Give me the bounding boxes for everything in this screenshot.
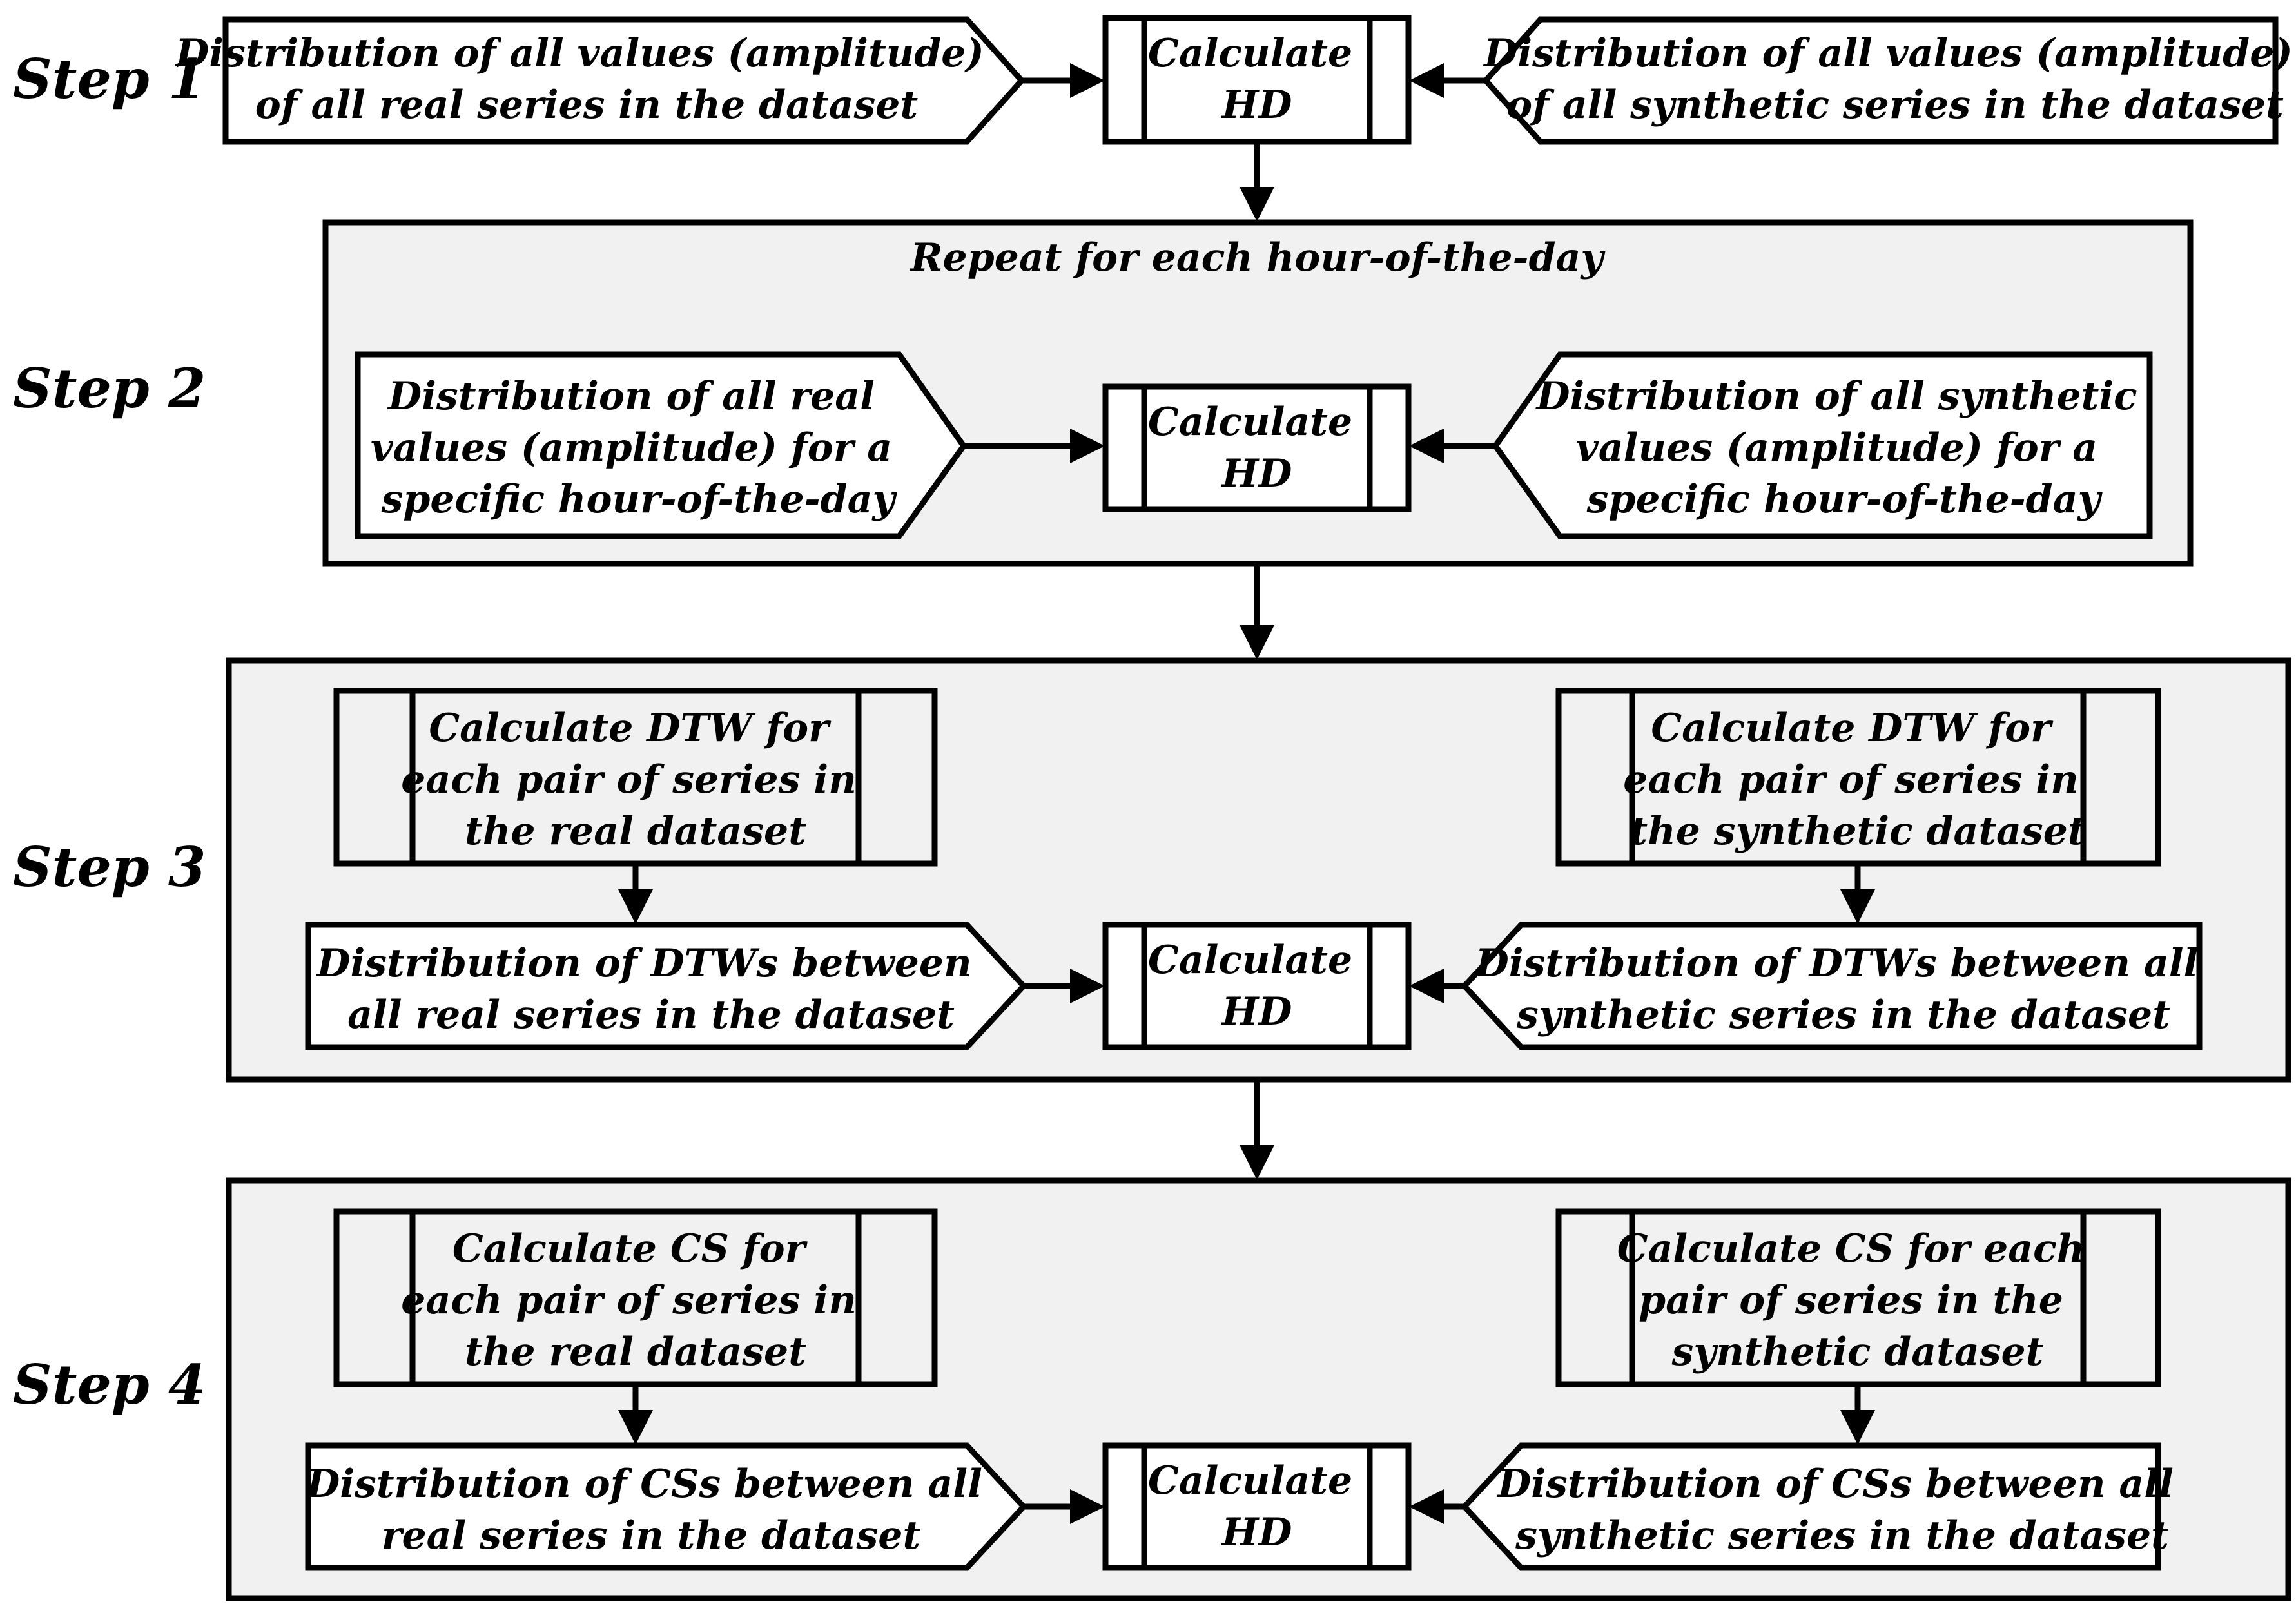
step1-synthetic-input: Distribution of all values (amplitude) o… [1481, 16, 2296, 145]
step2-calculate-hd: Calculate HD [1102, 383, 1412, 512]
step3-real-dtw-distribution: Distribution of DTWs between all real se… [305, 922, 1028, 1050]
step4-real-cs-distribution: Distribution of CSs between all real ser… [305, 1442, 1028, 1571]
svg-text:Distribution of all values (am: Distribution of all values (amplitude) o… [174, 31, 997, 128]
svg-text:Distribution of all synthetic: Distribution of all synthetic values (am… [1535, 374, 2150, 522]
step4-label: Step 4 [13, 1353, 206, 1416]
step3-synthetic-dtw-process: Calculate DTW for each pair of series in… [1555, 688, 2161, 867]
svg-text:Distribution of all values (am: Distribution of all values (amplitude) o… [1483, 31, 2296, 128]
svg-text:Distribution of all real: Distribution of all real values (amplitu… [371, 374, 906, 522]
svg-text:Calculate HD: Calculate HD [1148, 400, 1366, 496]
step4-calculate-hd: Calculate HD [1102, 1442, 1412, 1571]
step2-synthetic-input: Distribution of all synthetic values (am… [1492, 351, 2153, 539]
svg-text:Distribution of CSs between al: Distribution of CSs between all real ser… [305, 1462, 996, 1558]
step3-label: Step 3 [13, 835, 206, 899]
step2-real-input: Distribution of all real values (amplitu… [355, 351, 968, 539]
step4-synthetic-cs-process: Calculate CS for each pair of series in … [1555, 1208, 2161, 1387]
step3-synthetic-dtw-distribution: Distribution of DTWs between all synthet… [1460, 922, 2212, 1050]
svg-text:Distribution of CSs between al: Distribution of CSs between all syntheti… [1496, 1462, 2187, 1558]
svg-text:Calculate CS for each pa: Calculate CS for each pair of series in … [1617, 1226, 2098, 1375]
svg-text:Calculate DTW for each p: Calculate DTW for each pair of series in… [401, 706, 870, 854]
step3-calculate-hd: Calculate HD [1102, 922, 1412, 1050]
svg-text:Calculate CS for each pa: Calculate CS for each pair of series in … [401, 1226, 870, 1375]
repeat-note: Repeat for each hour-of-the-day [910, 235, 1606, 280]
step1-calculate-hd: Calculate HD [1102, 15, 1412, 145]
step4-real-cs-process: Calculate CS for each pair of series in … [333, 1208, 938, 1387]
step4-synthetic-cs-distribution: Distribution of CSs between all syntheti… [1460, 1442, 2187, 1571]
svg-text:Calculate HD: Calculate HD [1148, 938, 1366, 1034]
step3-real-dtw-process: Calculate DTW for each pair of series in… [333, 688, 938, 867]
svg-text:Calculate HD: Calculate HD [1148, 31, 1366, 128]
step2-label: Step 2 [13, 356, 206, 420]
svg-text:Calculate HD: Calculate HD [1148, 1458, 1366, 1555]
step1-label: Step 1 [13, 47, 206, 111]
svg-text:Calculate DTW for each p: Calculate DTW for each pair of series in… [1623, 706, 2092, 854]
svg-text:Distribution of DTWs between a: Distribution of DTWs between all synthet… [1474, 941, 2212, 1038]
step1-real-input: Distribution of all values (amplitude) o… [174, 16, 1026, 145]
svg-text:Distribution of DTWs between: Distribution of DTWs between all real se… [315, 941, 985, 1038]
